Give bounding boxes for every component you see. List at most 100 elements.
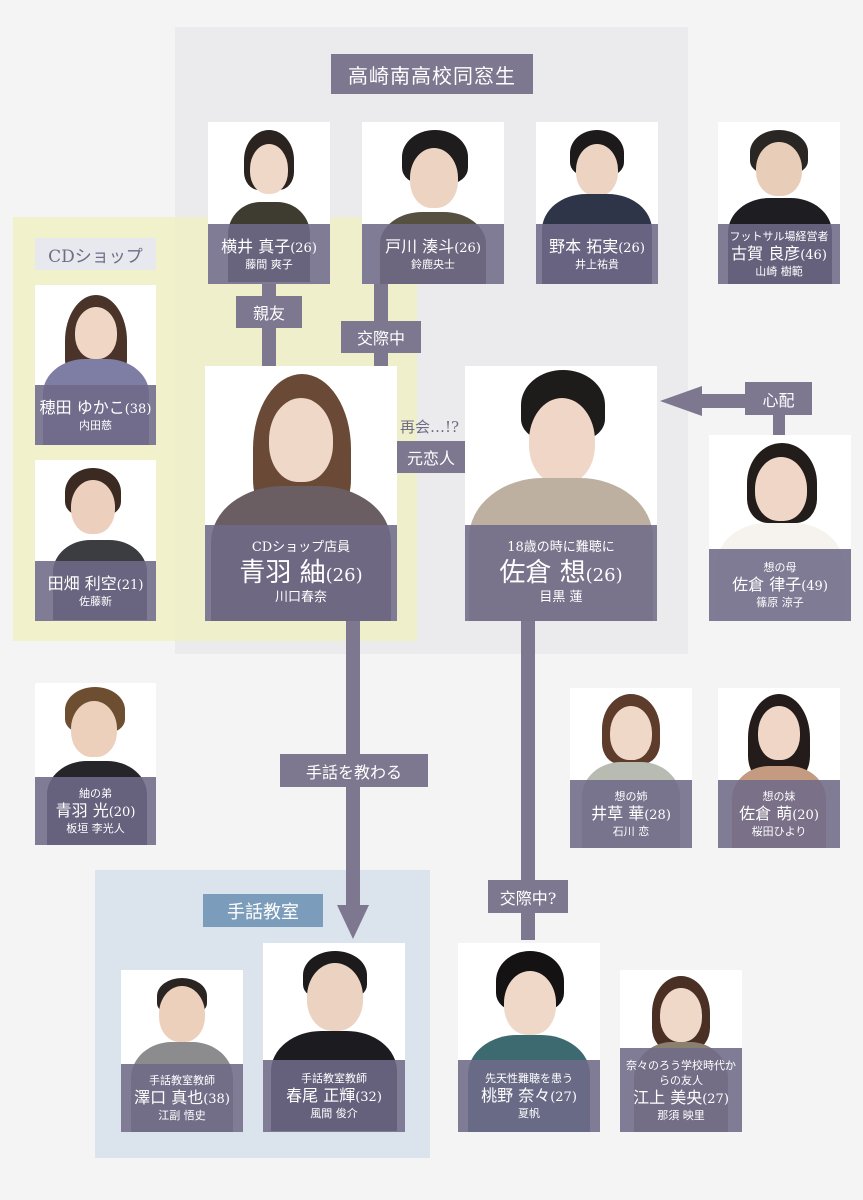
character-age: (20) xyxy=(108,805,136,820)
character-name: 佐倉 律子 xyxy=(732,575,802,594)
character-caption: フットサル場経営者 古賀 良彦(46) 山崎 樹範 xyxy=(718,224,840,284)
character-role: 想の姉 xyxy=(614,790,648,803)
character-age: (26) xyxy=(325,565,363,586)
character-card-hoda[interactable]: 穂田 ゆかこ(38) 内田慈 xyxy=(35,285,156,445)
character-caption: 戸川 湊斗(26) 鈴鹿央士 xyxy=(362,224,504,284)
character-card-aoba-hikaru[interactable]: 紬の弟 青羽 光(20) 板垣 李光人 xyxy=(35,683,156,845)
actor-name: 風間 俊介 xyxy=(310,1107,358,1120)
character-age: (20) xyxy=(792,808,819,823)
character-age: (38) xyxy=(203,1092,230,1107)
character-name: 青羽 紬 xyxy=(239,558,326,588)
character-role: CDショップ店員 xyxy=(251,540,351,555)
character-name: 春尾 正輝 xyxy=(286,1086,356,1105)
character-card-sakura-moe[interactable]: 想の妹 佐倉 萌(20) 桜田ひより xyxy=(718,688,840,848)
character-role: 紬の弟 xyxy=(79,787,112,800)
character-name: 江上 美央 xyxy=(633,1087,703,1107)
character-caption: 想の母 佐倉 律子(49) 篠原 涼子 xyxy=(709,549,851,621)
character-name: 田畑 利空 xyxy=(47,573,117,593)
actor-name: 佐藤新 xyxy=(79,594,112,608)
character-caption: CDショップ店員 青羽 紬(26) 川口春奈 xyxy=(205,525,397,621)
character-name: 青羽 光 xyxy=(55,801,109,820)
character-age: (49) xyxy=(801,579,828,594)
actor-name: 板垣 李光人 xyxy=(66,822,125,835)
best-friend-label: 親友 xyxy=(236,296,302,328)
character-role: 手話教室教師 xyxy=(149,1074,215,1087)
character-age: (27) xyxy=(702,1091,729,1107)
actor-name: 内田慈 xyxy=(79,418,112,432)
character-caption: 先天性難聴を患う 桃野 奈々(27) 夏帆 xyxy=(458,1060,600,1132)
character-card-igusa[interactable]: 想の姉 井草 華(28) 石川 恋 xyxy=(570,688,692,848)
character-caption: 横井 真子(26) 藤間 爽子 xyxy=(208,224,330,284)
character-caption: 紬の弟 青羽 光(20) 板垣 李光人 xyxy=(35,777,156,845)
character-age: (21) xyxy=(116,577,144,593)
character-card-sakura-ritsuko[interactable]: 想の母 佐倉 律子(49) 篠原 涼子 xyxy=(709,435,851,621)
learns-sign-label: 手話を教わる xyxy=(280,754,428,787)
character-caption: 野本 拓実(26) 井上祐貴 xyxy=(536,224,658,284)
actor-name: 川口春奈 xyxy=(274,590,327,605)
character-name: 佐倉 想 xyxy=(499,558,586,588)
character-card-koga[interactable]: フットサル場経営者 古賀 良彦(46) 山崎 樹範 xyxy=(718,122,840,284)
character-age: (46) xyxy=(800,248,827,263)
character-card-aoba-tsumugi[interactable]: CDショップ店員 青羽 紬(26) 川口春奈 xyxy=(205,366,397,621)
actor-name: 石川 恋 xyxy=(612,825,650,838)
reunion-label: 再会…!? xyxy=(400,418,460,436)
character-age: (38) xyxy=(124,401,152,417)
character-age: (26) xyxy=(290,240,317,256)
actor-name: 山崎 樹範 xyxy=(755,265,803,278)
character-age: (32) xyxy=(355,1090,382,1105)
actor-name: 夏帆 xyxy=(518,1107,540,1120)
actor-name: 桜田ひより xyxy=(751,825,807,838)
character-age: (26) xyxy=(454,240,481,256)
character-role: 先天性難聴を患う xyxy=(485,1072,573,1085)
character-role: 想の妹 xyxy=(762,790,796,803)
character-card-sakura-sou[interactable]: 18歳の時に難聴に 佐倉 想(26) 目黒 蓮 xyxy=(465,366,657,621)
character-caption: 手話教室教師 澤口 真也(38) 江副 悟史 xyxy=(121,1064,243,1132)
character-age: (27) xyxy=(550,1090,577,1105)
character-role: 奈々のろう学校時代からの友人 xyxy=(626,1058,736,1087)
character-caption: 手話教室教師 春尾 正輝(32) 風間 俊介 xyxy=(263,1060,405,1132)
character-role: フットサル場経営者 xyxy=(729,230,829,243)
character-age: (26) xyxy=(585,565,623,586)
character-name: 澤口 真也 xyxy=(134,1088,204,1107)
character-card-yokoi[interactable]: 横井 真子(26) 藤間 爽子 xyxy=(208,122,330,284)
worried-label: 心配 xyxy=(745,382,812,415)
actor-name: 那須 映里 xyxy=(657,1108,705,1122)
character-name: 佐倉 萌 xyxy=(739,804,793,823)
actor-name: 藤間 爽子 xyxy=(245,257,293,271)
cd-shop-title: CDショップ xyxy=(35,238,156,270)
actor-name: 井上祐貴 xyxy=(575,257,619,271)
actor-name: 鈴鹿央士 xyxy=(411,257,455,271)
character-caption: 田畑 利空(21) 佐藤新 xyxy=(35,561,156,621)
character-age: (28) xyxy=(644,808,671,823)
character-caption: 想の姉 井草 華(28) 石川 恋 xyxy=(570,780,692,848)
character-card-egami[interactable]: 奈々のろう学校時代からの友人 江上 美央(27) 那須 映里 xyxy=(620,970,742,1132)
character-card-haruo[interactable]: 手話教室教師 春尾 正輝(32) 風間 俊介 xyxy=(263,943,405,1132)
character-age: (26) xyxy=(618,240,645,256)
character-card-nomoto[interactable]: 野本 拓実(26) 井上祐貴 xyxy=(536,122,658,284)
character-role: 18歳の時に難聴に xyxy=(507,540,615,555)
actor-name: 目黒 蓮 xyxy=(539,590,583,605)
character-card-momono[interactable]: 先天性難聴を患う 桃野 奈々(27) 夏帆 xyxy=(458,943,600,1132)
character-name: 横井 真子 xyxy=(221,236,291,256)
dating-label: 交際中 xyxy=(341,321,421,353)
character-card-sawaguchi[interactable]: 手話教室教師 澤口 真也(38) 江副 悟史 xyxy=(121,970,243,1132)
character-name: 穂田 ゆかこ xyxy=(39,397,125,417)
character-name: 桃野 奈々 xyxy=(481,1086,551,1105)
character-caption: 18歳の時に難聴に 佐倉 想(26) 目黒 蓮 xyxy=(465,525,657,621)
worried-stem xyxy=(773,413,785,435)
character-role: 手話教室教師 xyxy=(301,1072,367,1085)
classmates-title: 高崎南高校同窓生 xyxy=(331,54,533,94)
character-caption: 奈々のろう学校時代からの友人 江上 美央(27) 那須 映里 xyxy=(620,1048,742,1132)
worried-line xyxy=(700,394,758,408)
character-name: 戸川 湊斗 xyxy=(385,236,455,256)
dating-q-line xyxy=(521,620,535,940)
character-caption: 想の妹 佐倉 萌(20) 桜田ひより xyxy=(718,780,840,848)
character-role: 想の母 xyxy=(763,561,797,574)
sign-class-title: 手話教室 xyxy=(203,894,323,927)
character-card-tabata[interactable]: 田畑 利空(21) 佐藤新 xyxy=(35,460,156,621)
character-card-togawa[interactable]: 戸川 湊斗(26) 鈴鹿央士 xyxy=(362,122,504,284)
worried-arrowhead xyxy=(660,386,702,416)
actor-name: 江副 悟史 xyxy=(158,1109,206,1122)
ex-lover-label: 元恋人 xyxy=(397,441,465,473)
dating-q-label: 交際中? xyxy=(488,880,568,913)
